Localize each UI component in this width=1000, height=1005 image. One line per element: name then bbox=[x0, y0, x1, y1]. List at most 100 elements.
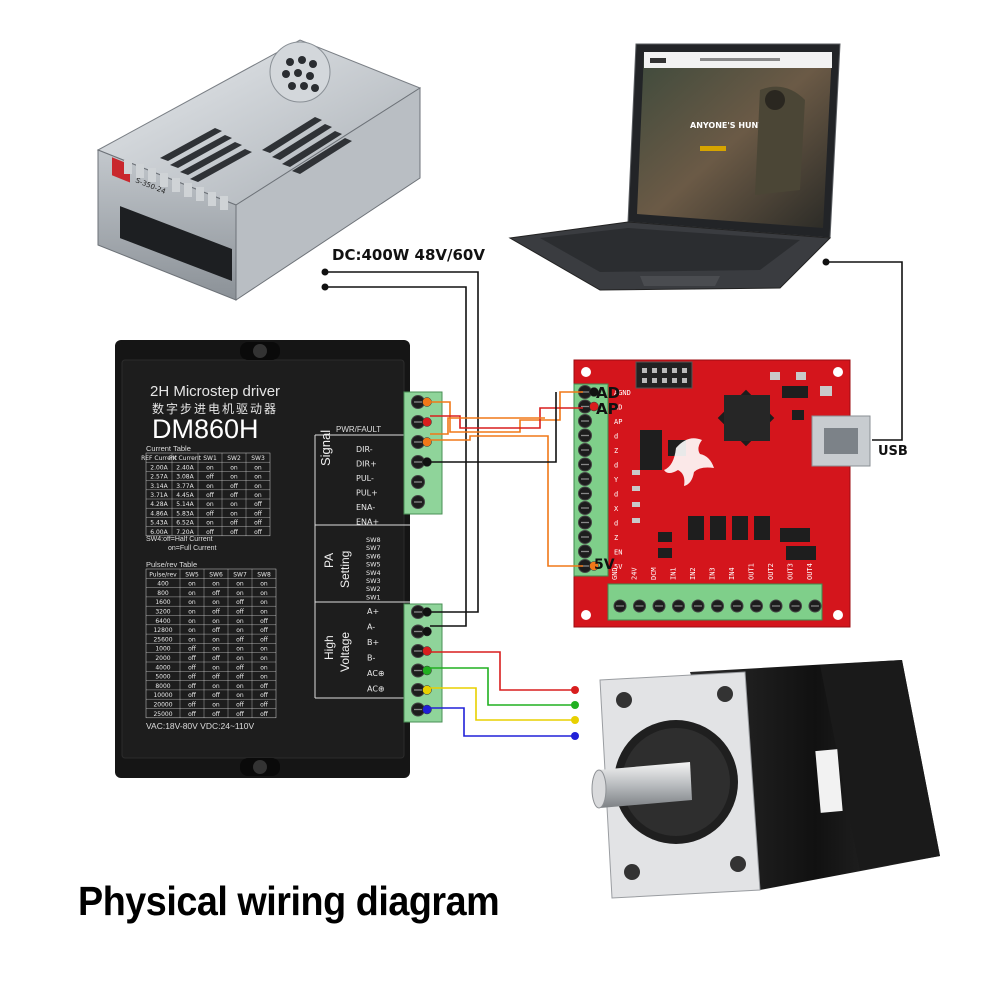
current-table-header: SW1 bbox=[203, 455, 217, 462]
pulse-table-cell: 12800 bbox=[153, 627, 172, 634]
driver-model: DM860H bbox=[152, 414, 259, 444]
pulse-table-cell: off bbox=[260, 627, 269, 634]
pulse-table-cell: 400 bbox=[157, 581, 169, 588]
pulse-table-cell: on bbox=[236, 683, 244, 690]
pulse-table-title: Pulse/rev Table bbox=[146, 560, 198, 569]
current-table-cell: 3.14A bbox=[150, 483, 168, 490]
signal-section-label: Signal bbox=[318, 429, 333, 466]
current-table-cell: on bbox=[230, 510, 238, 517]
pulse-table-cell: on bbox=[236, 627, 244, 634]
current-table-cell: 3.77A bbox=[176, 483, 194, 490]
board-bottom-label: IN3 bbox=[709, 567, 717, 580]
current-table-cell: off bbox=[230, 492, 239, 499]
hv-pin-label: B+ bbox=[367, 638, 379, 647]
current-table-cell: 5.43A bbox=[150, 520, 168, 527]
driver-heading: 2H Microstep driver bbox=[150, 383, 281, 400]
board-bottom-label: OUT4 bbox=[806, 563, 814, 580]
current-table-cell: 3.08A bbox=[176, 474, 194, 481]
pulse-table-cell: off bbox=[188, 664, 197, 671]
current-table-cell: off bbox=[206, 492, 215, 499]
pulse-table-cell: off bbox=[260, 692, 269, 699]
pulse-table-cell: on bbox=[260, 581, 268, 588]
current-table-cell: 4.45A bbox=[176, 492, 194, 499]
current-table-header: PK Current bbox=[169, 455, 202, 462]
current-table-cell: on bbox=[230, 464, 238, 471]
current-table-cell: off bbox=[254, 529, 263, 536]
board-bottom-label: 24V bbox=[631, 567, 639, 580]
driver-voltage-note: VAC:18V-80V VDC:24~110V bbox=[146, 721, 255, 731]
board-bottom-label: IN2 bbox=[689, 567, 697, 580]
pulse-table-cell: off bbox=[188, 683, 197, 690]
pulse-table-cell: on bbox=[260, 646, 268, 653]
wire-endpoints bbox=[321, 258, 830, 740]
pulse-table-cell: on bbox=[260, 674, 268, 681]
power-terminal-block bbox=[403, 603, 443, 723]
current-table-cell: off bbox=[206, 474, 215, 481]
board-pin-label: 5V bbox=[614, 563, 623, 571]
pulse-table-cell: off bbox=[188, 692, 197, 699]
current-table-cell: on bbox=[206, 464, 214, 471]
pwr-fault-label: PWR/FAULT bbox=[336, 425, 382, 434]
signal-pin-label: PUL+ bbox=[356, 489, 378, 498]
hv-pin-labels: A+A-B+B-AC⊕AC⊕ bbox=[367, 607, 385, 694]
pulse-table-cell: 1000 bbox=[155, 646, 170, 653]
signal-terminal-block bbox=[403, 391, 443, 515]
board-pin-label: AD bbox=[614, 404, 622, 412]
pulse-table-cell: off bbox=[212, 674, 221, 681]
ap-label: AP bbox=[596, 400, 619, 418]
hv-pin-label: A- bbox=[367, 623, 375, 632]
current-table-cell: 3.71A bbox=[150, 492, 168, 499]
current-table-cell: on bbox=[230, 501, 238, 508]
pulse-table-cell: on bbox=[188, 618, 196, 625]
current-table-cell: off bbox=[230, 483, 239, 490]
ad-label: AD bbox=[596, 384, 621, 402]
current-table-cell: 4.28A bbox=[150, 501, 168, 508]
pulse-table-header: SW6 bbox=[209, 571, 223, 578]
pa-switch-label: SW2 bbox=[366, 585, 381, 593]
pulse-table-cell: on bbox=[212, 683, 220, 690]
board-pin-label: d bbox=[614, 433, 618, 441]
pulse-table-cell: 3200 bbox=[155, 609, 170, 616]
hv-pin-label: AC⊕ bbox=[367, 669, 385, 678]
current-table-cell: on bbox=[230, 474, 238, 481]
pulse-table-cell: off bbox=[212, 609, 221, 616]
signal-pin-label: DIR- bbox=[356, 445, 373, 454]
pulse-table-cell: 800 bbox=[157, 590, 169, 597]
pa-switch-label: SW4 bbox=[366, 569, 381, 577]
current-table-cell: off bbox=[254, 510, 263, 517]
driver-chinese-title: 数字步进电机驱动器 bbox=[152, 402, 279, 416]
current-table-cell: on bbox=[254, 474, 262, 481]
board-pin-label: Y bbox=[614, 476, 619, 484]
pulse-table-cell: on bbox=[212, 599, 220, 606]
board-bottom-label: OUT3 bbox=[787, 563, 795, 580]
pulse-table-header: SW7 bbox=[233, 571, 247, 578]
board-pin-label: EN bbox=[614, 549, 622, 557]
current-table-cell: off bbox=[230, 520, 239, 527]
pulse-table-cell: on bbox=[212, 646, 220, 653]
pulse-table-cell: 25600 bbox=[153, 636, 172, 643]
board-pin-label: AP bbox=[614, 418, 622, 426]
pulse-table-cell: on bbox=[260, 590, 268, 597]
pulse-table-cell: off bbox=[212, 655, 221, 662]
current-table-cell: 2.00A bbox=[150, 464, 168, 471]
pulse-table-cell: off bbox=[236, 674, 245, 681]
laptop: ANYONE'S HUNT bbox=[508, 43, 841, 291]
pulse-table-cell: on bbox=[188, 609, 196, 616]
current-table-cell: off bbox=[254, 501, 263, 508]
board-bottom-label: OUT2 bbox=[767, 563, 775, 580]
hv-section-label-1: High bbox=[322, 635, 336, 660]
pulse-table-cell: on bbox=[260, 655, 268, 662]
pulse-table-cell: on bbox=[260, 599, 268, 606]
pulse-table-cell: 6400 bbox=[155, 618, 170, 625]
diagram-title: Physical wiring diagram bbox=[78, 878, 500, 924]
board-bottom-label: IN1 bbox=[670, 567, 678, 580]
pulse-table-cell: on bbox=[236, 646, 244, 653]
pulse-table-header: Pulse/rev bbox=[149, 571, 177, 578]
pulse-table-cell: off bbox=[188, 711, 197, 718]
pulse-table-cell: 10000 bbox=[153, 692, 172, 699]
board-bottom-label: IN4 bbox=[728, 567, 736, 580]
board-pin-label: Z bbox=[614, 447, 618, 455]
pa-switch-label: SW7 bbox=[366, 544, 381, 552]
